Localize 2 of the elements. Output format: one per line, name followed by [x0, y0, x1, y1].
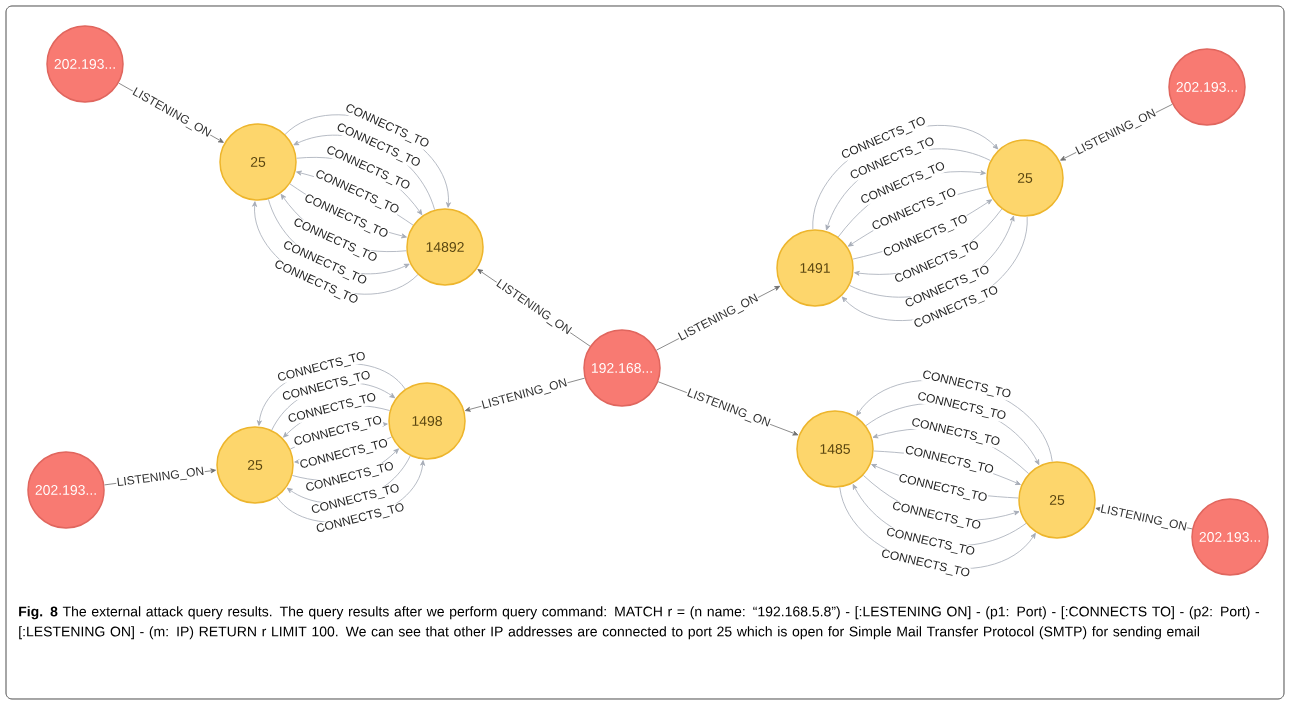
caption: Fig. 8 The external attack query results. The query results after we perform query command: MATCH r = (n name: “192.168.5.8”) - [:LESTENING ON] - (p1: Port) - [:CONNECTS TO] - (p2: Port) - [:LESTENING ON] - (m: IP) RETURN r LIMIT 100. We can see that other IP addresses are connected to port 25 which is open for Simple Mail Transfer Protocol (SMTP) for sending email — [19, 606, 1260, 640]
edge-label: LISTENING_ON — [115, 465, 206, 490]
